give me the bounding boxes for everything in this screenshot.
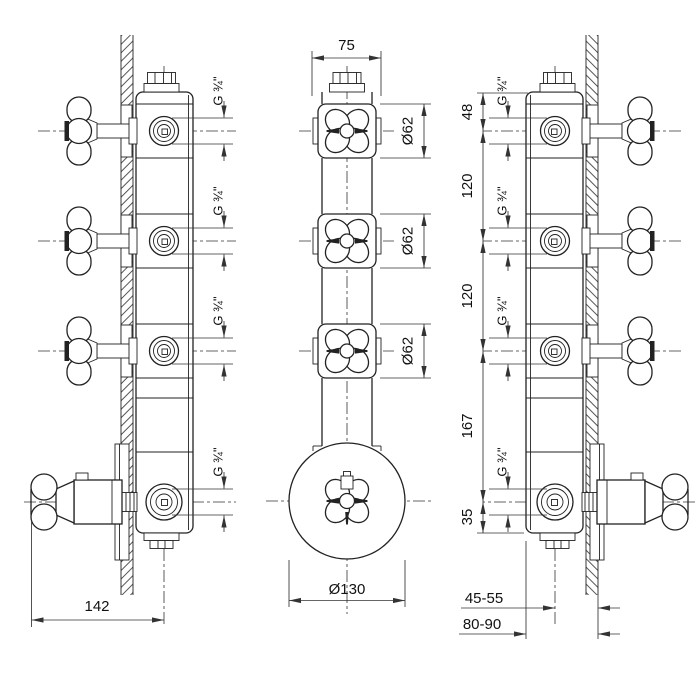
dim-75-label: 75	[338, 37, 355, 54]
dim-62-label-2: Ø62	[400, 227, 417, 255]
dim-chain: 48 120 120 167 35	[459, 92, 528, 534]
thread-label-left-3: G ¾"	[211, 296, 226, 326]
dim-48-label: 48	[459, 104, 476, 121]
dim-120b-label: 120	[459, 283, 476, 308]
thread-label-right-2: G ¾"	[495, 186, 510, 216]
dim-80-90-label: 80-90	[463, 616, 501, 633]
cartridge-module-1	[312, 103, 382, 159]
thermostat-plate	[288, 442, 406, 560]
right-thread-callouts: G ¾" G ¾" G ¾" G ¾"	[489, 76, 547, 532]
dim-62-label-1: Ø62	[400, 117, 417, 145]
thread-label-left-2: G ¾"	[211, 186, 226, 216]
dim-167-label: 167	[459, 413, 476, 438]
bottom-fitting	[143, 532, 180, 549]
front-body-column	[312, 92, 382, 451]
left-view-annotations: G ¾" G ¾" G ¾" G ¾" 142	[31, 76, 233, 627]
dim-62-2: Ø62	[380, 213, 431, 269]
thermostat-row	[30, 443, 183, 561]
handle-row-3	[64, 316, 180, 386]
dim-142: 142	[31, 522, 164, 627]
valve-body	[135, 91, 194, 534]
dim-75: 75	[311, 37, 382, 96]
right-side-view-geometry	[482, 34, 696, 625]
dim-130: Ø130	[288, 560, 406, 607]
thread-label-right-1: G ¾"	[495, 76, 510, 106]
dim-62-label-3: Ø62	[400, 337, 417, 365]
front-view: 75 Ø62 Ø62 Ø62 Ø130	[266, 37, 432, 614]
dim-depth: 45-55 80-90	[459, 541, 620, 639]
top-fitting	[143, 72, 180, 93]
thread-label-left-4: G ¾"	[211, 447, 226, 477]
dim-62-1: Ø62	[380, 103, 431, 159]
thread-label-right-3: G ¾"	[495, 296, 510, 326]
dim-120a-label: 120	[459, 173, 476, 198]
thread-label-left-1: G ¾"	[211, 76, 226, 106]
dim-45-55-label: 45-55	[465, 590, 503, 607]
left-thread-callouts: G ¾" G ¾" G ¾" G ¾"	[172, 76, 233, 532]
side-view-geometry	[24, 35, 236, 624]
front-top-fitting	[329, 72, 365, 93]
cartridge-module-3	[312, 323, 382, 379]
cartridge-module-2	[312, 213, 382, 269]
right-view-annotations: G ¾" G ¾" G ¾" G ¾" 48	[459, 76, 620, 639]
dim-62-3: Ø62	[380, 323, 431, 379]
dim-142-label: 142	[84, 598, 109, 615]
thread-label-right-4: G ¾"	[495, 447, 510, 477]
handle-row-2	[64, 206, 180, 276]
handle-row-1	[64, 96, 180, 166]
dim-35-label: 35	[459, 509, 476, 526]
dim-130-label: Ø130	[329, 581, 366, 598]
